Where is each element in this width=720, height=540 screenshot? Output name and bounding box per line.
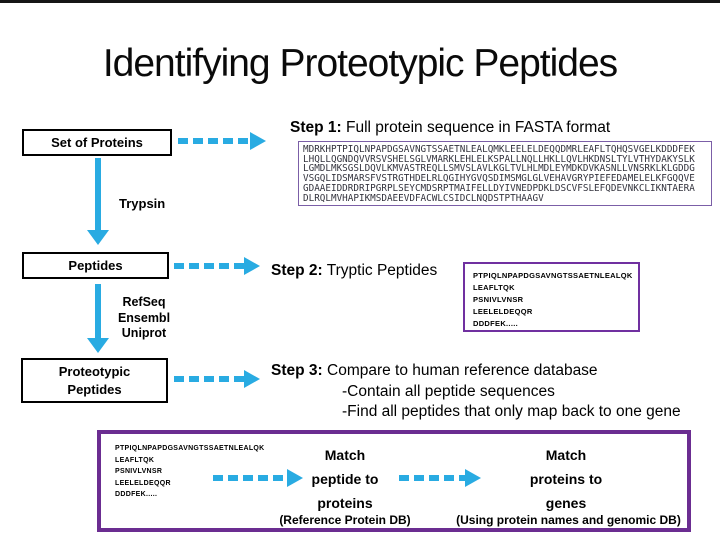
arrow-head-icon xyxy=(87,230,109,245)
dashed-arrow-shaft xyxy=(174,263,244,269)
arrow-shaft xyxy=(95,284,101,338)
dashed-arrow-step1 xyxy=(178,131,266,151)
step2-text: Step 2: Tryptic Peptides xyxy=(271,261,437,282)
match-line: peptide to xyxy=(311,471,379,487)
peptide-line: LEAFLTQK xyxy=(473,283,515,292)
proteotypic-peptides-label: Proteotypic Peptides xyxy=(58,363,131,397)
set-of-proteins-label: Set of Proteins xyxy=(51,134,143,150)
match-line: proteins xyxy=(317,495,373,511)
arrow-head-icon xyxy=(465,469,481,487)
genomic-db-caption: (Using protein names and genomic DB) xyxy=(456,513,681,527)
dashed-arrow-step3 xyxy=(174,369,260,389)
slide-title: Identifying Proteotypic Peptides xyxy=(102,42,618,85)
step1-label: Step 1: xyxy=(290,119,342,136)
arrow-head-icon xyxy=(287,469,303,487)
step3-text: Step 3: Compare to human reference datab… xyxy=(271,361,681,423)
match-line: Match xyxy=(545,447,587,463)
match-proteins-to-genes: Match proteins to genes xyxy=(486,443,646,515)
fasta-line: LHQLLQGNDQVVRSVSHELSGLVMARKLEHLELKSPALLN… xyxy=(303,154,695,165)
peptide-line: LEELELDEQQR xyxy=(473,307,533,316)
step2-description: Tryptic Peptides xyxy=(326,262,438,279)
arrow-head-icon xyxy=(244,370,260,388)
fasta-line: DLRQLMVHAPIKMSDAEEVDFACWLCSIDCLNQDSTPTHA… xyxy=(303,193,544,204)
step2-label: Step 2: xyxy=(271,262,323,279)
fasta-line: LGMDLMKSGSLDQVLKMVASTREQLLSMVSLAVLKGLTVL… xyxy=(303,164,695,175)
arrow-shaft xyxy=(95,158,101,230)
fasta-line: VSGQLIDSMARSFVSTRGTHDELRLQGIHYGVQSDIMSMG… xyxy=(303,174,695,184)
dashed-arrow-step2 xyxy=(174,256,260,276)
peptide-line: DDDFEK..... xyxy=(115,491,158,498)
peptide-line: PTPIQLNPAPDGSAVNGTSSAETNLEALQK xyxy=(473,271,633,280)
step3-line1: Step 3: Compare to human reference datab… xyxy=(271,361,681,382)
arrow-head-icon xyxy=(250,132,266,150)
match-line: Match xyxy=(324,447,366,463)
database-ensembl: Ensembl xyxy=(117,310,171,325)
peptide-line: LEAFLTQK xyxy=(115,456,155,464)
peptide-line: PTPIQLNPAPDGSAVNGTSSAETNLEALQK xyxy=(115,445,265,452)
reference-databases-list: RefSeq Ensembl Uniprot xyxy=(110,295,178,342)
step3-label: Step 3: xyxy=(271,362,323,379)
bottom-mapping-panel: PTPIQLNPAPDGSAVNGTSSAETNLEALQK LEAFLTQK … xyxy=(97,430,691,532)
arrow-head-icon xyxy=(244,257,260,275)
fasta-sequence-box: MDRKHPTPIQLNPAPDGSAVNGTSSAETNLEALQMKLEEL… xyxy=(298,141,712,206)
dashed-arrow-shaft xyxy=(178,138,250,144)
peptides-label: Peptides xyxy=(68,257,123,273)
dashed-arrow-match-peptide xyxy=(213,468,303,488)
trypsin-label: Trypsin xyxy=(119,196,166,211)
database-uniprot: Uniprot xyxy=(121,326,167,340)
proteotypic-peptides-box: Proteotypic Peptides xyxy=(21,358,168,403)
match-peptide-to-proteins: Match peptide to proteins xyxy=(265,443,425,515)
bottom-peptide-list: PTPIQLNPAPDGSAVNGTSSAETNLEALQK LEAFLTQK … xyxy=(115,443,265,501)
step3-description: Compare to human reference database xyxy=(327,362,598,379)
fasta-line: MDRKHPTPIQLNPAPDGSAVNGTSSAETNLEALQMKLEEL… xyxy=(303,145,695,155)
reference-protein-db-caption: (Reference Protein DB) xyxy=(279,513,411,527)
match-line: genes xyxy=(545,495,587,511)
step3-subline: -Contain all peptide sequences xyxy=(342,382,555,400)
fasta-line: GDAAEIDDRDRIPGRPLSEYCMDSRPTMAIFELLDYIVNE… xyxy=(303,183,695,194)
peptide-line: PSNIVLVNSR xyxy=(473,295,524,304)
trypsin-arrow xyxy=(87,158,109,245)
arrow-head-icon xyxy=(87,338,109,353)
peptide-line: LEELELDEQQR xyxy=(115,479,171,487)
database-refseq: RefSeq xyxy=(122,295,166,309)
peptide-line: PSNIVLVNSR xyxy=(115,468,163,475)
step3-subline: -Find all peptides that only map back to… xyxy=(342,403,681,420)
peptides-box: Peptides xyxy=(22,252,169,279)
databases-arrow xyxy=(87,284,109,353)
tryptic-peptides-box: PTPIQLNPAPDGSAVNGTSSAETNLEALQK LEAFLTQK … xyxy=(463,262,640,332)
peptide-line: DDDFEK..... xyxy=(473,319,518,328)
dashed-arrow-match-genes xyxy=(399,468,481,488)
step1-text: Step 1: Full protein sequence in FASTA f… xyxy=(290,118,610,139)
slide-top-border xyxy=(0,0,720,3)
match-line: proteins to xyxy=(529,471,603,487)
dashed-arrow-shaft xyxy=(399,475,465,481)
dashed-arrow-shaft xyxy=(213,475,287,481)
step1-description: Full protein sequence in FASTA format xyxy=(346,119,611,136)
dashed-arrow-shaft xyxy=(174,376,244,382)
set-of-proteins-box: Set of Proteins xyxy=(22,129,172,156)
